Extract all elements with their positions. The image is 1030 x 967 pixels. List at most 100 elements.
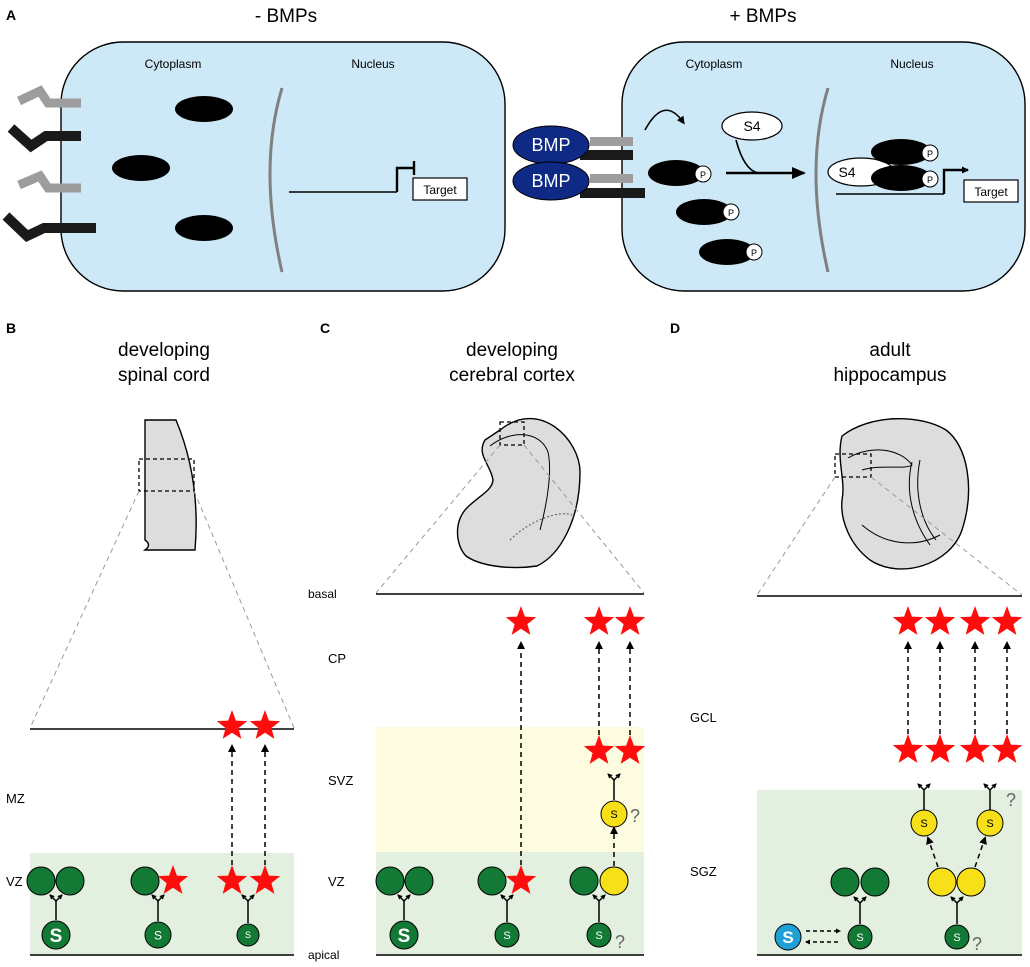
zone-cp-label: CP (328, 651, 346, 666)
intermediate-progenitor (599, 866, 629, 896)
division-arrow (859, 896, 867, 904)
phosphorylation-arrow (644, 109, 685, 131)
panel-d-label: D (670, 320, 680, 336)
neuron-star (614, 606, 646, 635)
type-ii-receptor-icon (590, 137, 633, 146)
svg-text:P: P (927, 175, 933, 185)
phospho-smad1: S1 P (648, 160, 712, 186)
division-arrow (598, 894, 606, 902)
division-arrow (956, 896, 964, 904)
type-ii-receptor-icon (17, 85, 81, 108)
smad-letter: S (50, 926, 63, 947)
neuron-star (583, 735, 615, 764)
svg-text:P: P (700, 170, 706, 180)
neuron-star (959, 734, 991, 763)
smad-progenitor-high (389, 920, 419, 950)
progenitor-cell (477, 866, 507, 896)
smad-letter: S (398, 926, 411, 947)
division-arrow (983, 783, 991, 791)
svg-text:S1: S1 (195, 101, 212, 117)
cortex-section (456, 417, 581, 569)
smad-letter: S (503, 930, 510, 942)
neuron-star (216, 865, 248, 894)
smad-letter: S (595, 930, 602, 942)
svg-text:S4: S4 (838, 164, 855, 180)
zone-mz-label: MZ (6, 791, 25, 806)
nucleus-label: Nucleus (890, 57, 933, 71)
svg-text:S5: S5 (132, 160, 149, 176)
panel-c-title-line1: developing (466, 340, 558, 361)
division-arrow (247, 894, 255, 902)
neuron-star (249, 865, 281, 894)
svg-text:S5: S5 (691, 204, 708, 220)
bmp-ligand: BMP (512, 125, 590, 165)
svg-text:P: P (728, 208, 734, 218)
cytoplasm-label: Cytoplasm (145, 57, 202, 71)
zone-vz-label: VZ (6, 874, 23, 889)
progenitor-cell (375, 866, 405, 896)
division-arrow (506, 894, 514, 902)
division-arrow (403, 894, 411, 902)
progenitor-cell (26, 866, 56, 896)
intermediate-progenitor (927, 867, 957, 897)
neuron-star (249, 710, 281, 739)
division-arrow (241, 894, 249, 902)
basal-label: basal (308, 587, 337, 601)
target-gene-box (963, 179, 1019, 203)
smad-intermediate-progenitor (600, 800, 628, 828)
division-arrow (157, 894, 165, 902)
smad-progenitor-low (586, 922, 612, 948)
neuron-star (991, 734, 1023, 763)
zone-sgz-label: SGZ (690, 864, 717, 879)
apical-label: apical (308, 948, 339, 962)
smad4-oval: S4 (721, 111, 783, 141)
svg-text:P: P (751, 248, 757, 258)
smad8-oval: S8 (175, 215, 233, 241)
division-arrow (151, 894, 159, 902)
target-gene-label: Target (974, 185, 1008, 199)
svg-text:BMP: BMP (531, 135, 570, 155)
smad-letter: S (782, 928, 793, 947)
division-arrow (592, 894, 600, 902)
cell-without-bmps: Cytoplasm Nucleus S1 S5 S8 (2, 41, 506, 292)
panel-b-label: B (6, 320, 16, 336)
progenitor-cell (130, 866, 160, 896)
nucleus-label: Nucleus (351, 57, 394, 71)
type-i-receptor-icon (2, 212, 96, 242)
neuron-star (924, 734, 956, 763)
neuron-star (505, 865, 537, 894)
cytoplasm-label: Cytoplasm (686, 57, 743, 71)
progenitor-cell (404, 866, 434, 896)
smad-progenitor-mid (494, 922, 520, 948)
smad-progenitor-low (944, 924, 970, 950)
panel-b-title-line2: spinal cord (118, 365, 210, 386)
division-arrow (923, 783, 931, 791)
svg-text:S5: S5 (887, 170, 904, 186)
svg-text:S8: S8 (195, 220, 212, 236)
neuron-star (892, 734, 924, 763)
svg-text:S1: S1 (663, 165, 680, 181)
division-arrow (607, 773, 615, 781)
target-gene-box (412, 177, 468, 201)
neuron-star (614, 735, 646, 764)
target-gene-label: Target (423, 183, 457, 197)
division-arrow (853, 896, 861, 904)
division-arrow (613, 773, 621, 781)
progenitor-cell (860, 867, 890, 897)
type-ii-receptor-icon (17, 170, 81, 193)
progenitor-cell (569, 866, 599, 896)
type-i-receptor-icon (7, 124, 81, 153)
cell-membrane (621, 41, 1026, 292)
smad-letter: S (856, 932, 863, 944)
panel-d-title-line2: hippocampus (833, 365, 946, 386)
zoom-box (138, 458, 195, 492)
bmp-ligand: BMP (512, 161, 590, 201)
zone-vz-label: VZ (328, 874, 345, 889)
division-arrow (950, 896, 958, 904)
plus-bmps-title: + BMPs (729, 6, 796, 27)
division-arrow (500, 894, 508, 902)
